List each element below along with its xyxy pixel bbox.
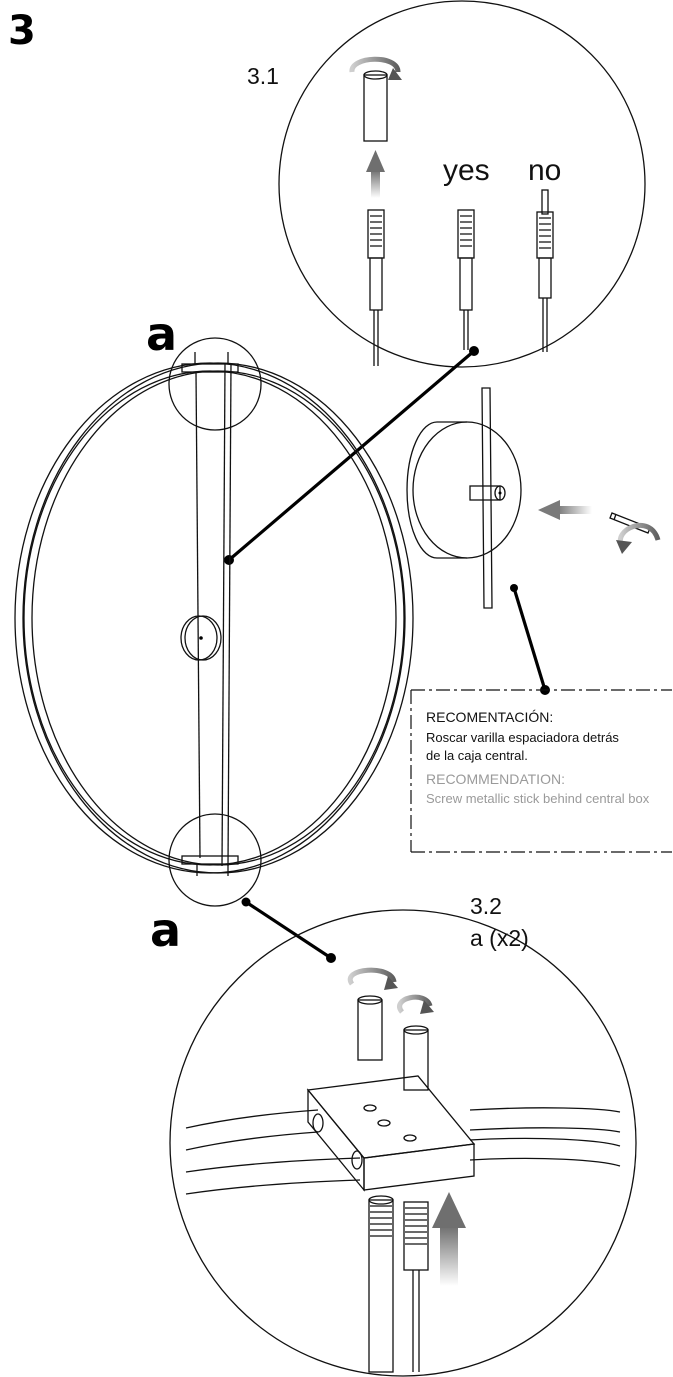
vertical-rods	[195, 363, 232, 867]
top-connector	[168, 337, 262, 431]
detail-3-2-quantity: a (x2)	[470, 925, 529, 951]
step-number: 3	[8, 8, 36, 54]
rod-left	[367, 209, 385, 366]
note-es-line2: de la caja central.	[426, 748, 528, 763]
up-arrow-icon	[366, 150, 385, 198]
threaded-rod-2	[403, 1201, 429, 1372]
detail-circle-3-2	[169, 909, 637, 1377]
note-en-title: RECOMMENDATION:	[426, 771, 565, 787]
leader-line-3-2	[241, 897, 336, 963]
rotate-arrow-icon-2	[397, 994, 434, 1014]
connector-block	[306, 1075, 476, 1192]
sleeve-cap	[363, 70, 388, 142]
leader-line-3-1	[224, 346, 479, 565]
rotate-arrow-stick-icon	[616, 522, 661, 554]
rod-yes	[457, 209, 475, 350]
threaded-rod-1	[368, 1195, 394, 1373]
note-en-line1: Screw metallic stick behind central box	[426, 791, 650, 806]
sleeve-cap-2	[403, 1025, 429, 1091]
callout-a-top: a	[146, 307, 177, 361]
yes-label: yes	[443, 154, 490, 187]
spacer-stick	[609, 512, 651, 534]
up-arrow-icon-2	[432, 1192, 466, 1286]
recommendation-box	[410, 689, 672, 853]
leader-line-note	[510, 584, 550, 695]
detail-circle-3-1	[278, 0, 646, 368]
detail-3-2-label: 3.2	[470, 893, 502, 919]
callout-a-bottom: a	[150, 903, 181, 957]
central-box	[180, 615, 222, 661]
ring-frame	[14, 362, 414, 874]
rotate-arrow-icon-1	[347, 967, 398, 990]
detail-3-1-label: 3.1	[247, 63, 279, 89]
side-detail-box	[406, 387, 522, 609]
note-es-line1: Roscar varilla espaciadora detrás	[426, 730, 619, 745]
bottom-connector	[168, 813, 262, 907]
rotate-arrow-icon	[349, 56, 402, 80]
left-arrow-icon	[538, 500, 592, 520]
frame-tubes	[185, 1107, 621, 1195]
note-es-title: RECOMENTACIÓN:	[426, 709, 553, 725]
no-label: no	[528, 154, 561, 187]
sleeve-cap-1	[357, 995, 383, 1061]
rod-no	[536, 189, 554, 352]
